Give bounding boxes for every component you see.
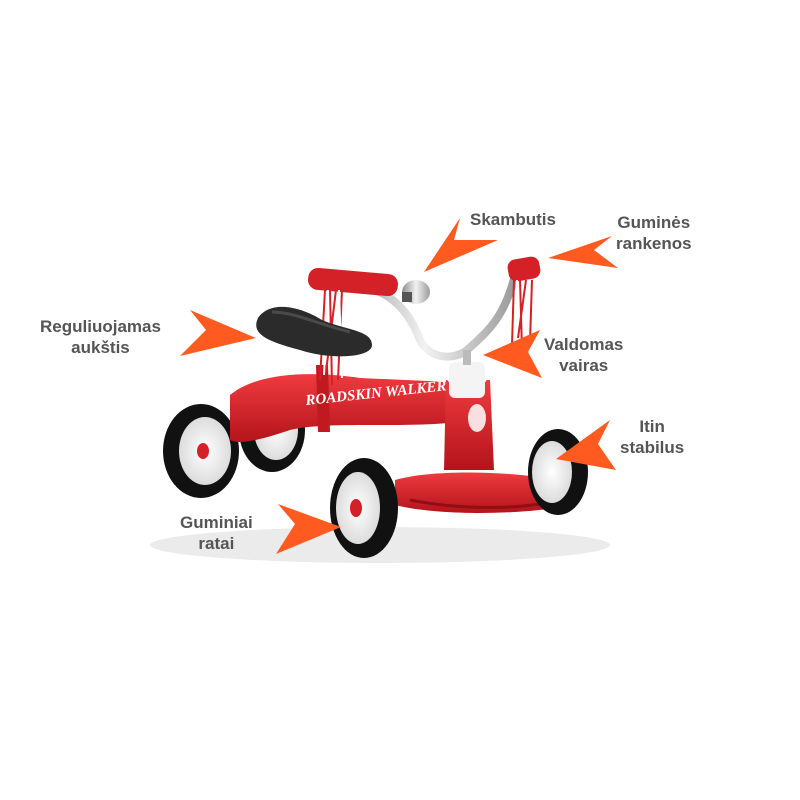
- steering-column: [444, 380, 494, 470]
- rear-frame: [230, 374, 470, 442]
- seat: [256, 306, 372, 357]
- right-grip: [507, 256, 541, 351]
- arrow-icon: [424, 218, 498, 272]
- callout-bell-label: Skambutis: [470, 210, 556, 229]
- callout-stable-label: Itin stabilus: [620, 417, 685, 457]
- arrow-icon: [548, 236, 618, 268]
- callout-steering-label: Valdomas vairas: [544, 335, 624, 375]
- arrow-icon: [276, 504, 341, 554]
- rear-right-wheel: [163, 404, 239, 498]
- arrow-icon: [556, 420, 616, 470]
- callout-seat-label: Reguliuojamas aukštis: [40, 317, 161, 357]
- white-head-tube: [449, 362, 485, 398]
- arrow-icon: [483, 330, 542, 378]
- callout-wheels-label: Guminiai ratai: [180, 513, 253, 553]
- front-left-wheel: [330, 458, 398, 558]
- seat-post: [316, 365, 330, 432]
- arrow-icon: [180, 310, 256, 356]
- front-right-wheel: [528, 429, 588, 515]
- callout-grips-label: Guminės rankenos: [616, 213, 692, 253]
- bell-icon: [402, 280, 430, 304]
- base-plate: [395, 472, 573, 514]
